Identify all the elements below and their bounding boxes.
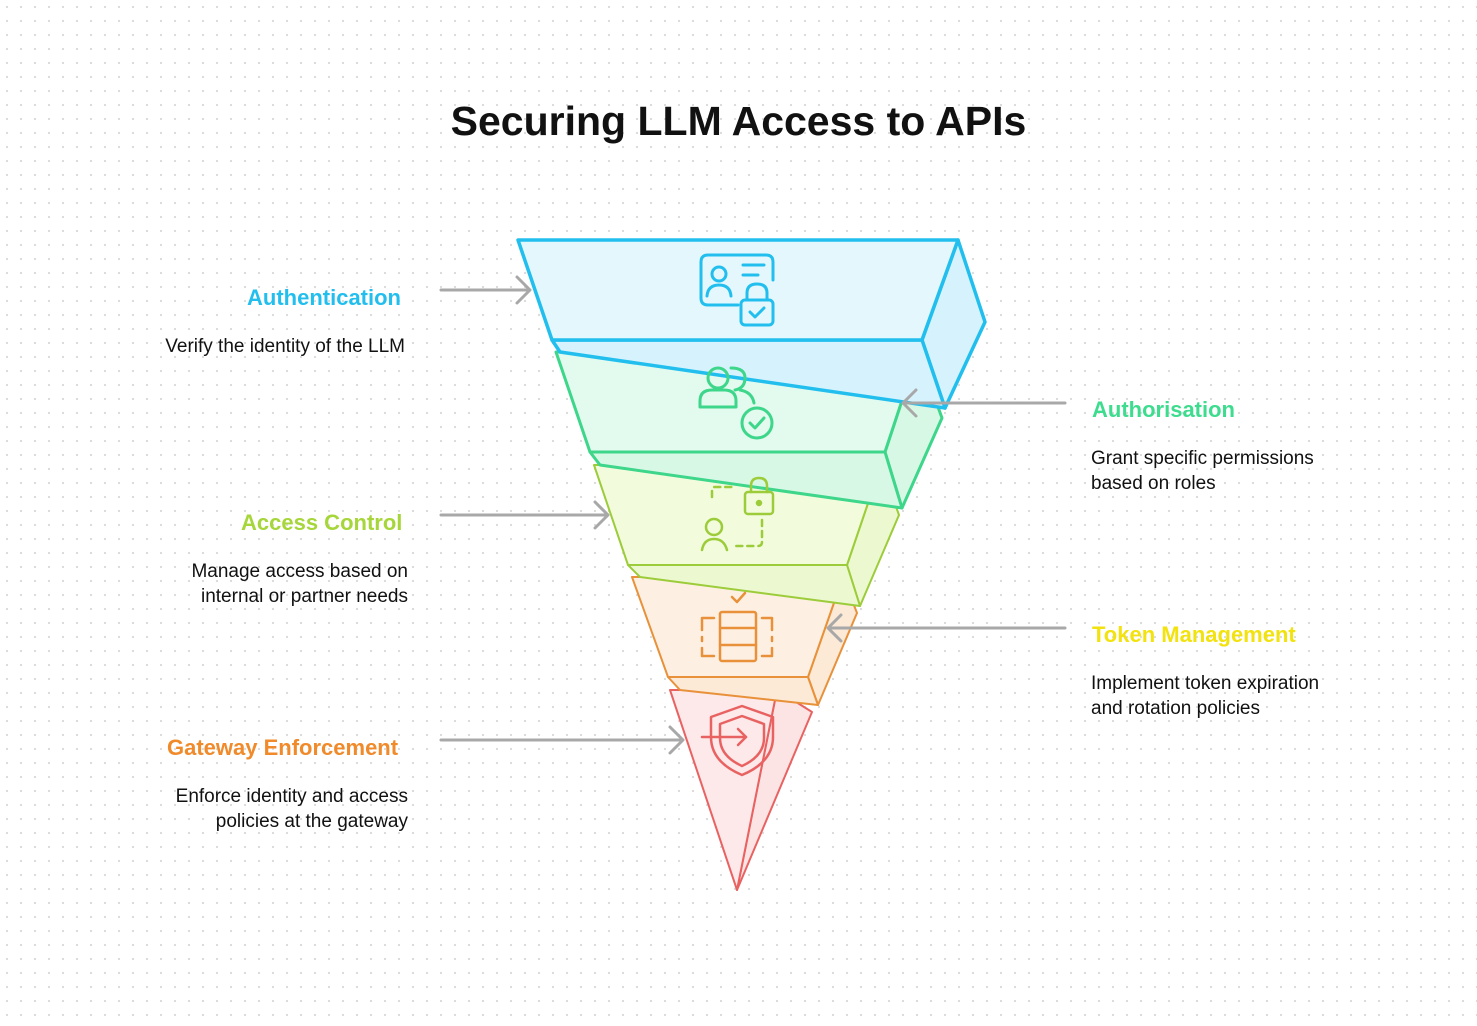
funnel-layer-authentication xyxy=(516,238,987,410)
step-description-gateway-enforcement: Enforce identity and access policies at … xyxy=(175,786,408,832)
step-label-access-control: Access Control xyxy=(241,510,403,535)
step-label-gateway-enforcement: Gateway Enforcement xyxy=(167,735,399,760)
arrow-authorisation xyxy=(901,388,1067,418)
arrow-authentication xyxy=(439,275,532,305)
step-label-token-management: Token Management xyxy=(1092,622,1296,647)
arrow-token-management xyxy=(826,613,1067,643)
id-card-lock-icon xyxy=(699,253,775,327)
token-server-icon xyxy=(700,591,774,663)
step-label-authentication: Authentication xyxy=(247,285,401,310)
funnel-layer-gateway-enforcement xyxy=(669,689,813,891)
shield-enter-icon xyxy=(700,704,775,777)
step-description-authorisation: Grant specific permissions based on role… xyxy=(1091,448,1314,494)
step-description-authentication: Verify the identity of the LLM xyxy=(165,336,405,357)
step-description-token-management: Implement token expiration and rotation … xyxy=(1091,673,1320,719)
step-description-access-control: Manage access based on internal or partn… xyxy=(191,561,408,607)
step-label-authorisation: Authorisation xyxy=(1092,397,1235,422)
diagram-title: Securing LLM Access to APIs xyxy=(450,98,1027,144)
arrow-access-control xyxy=(439,500,610,530)
user-lock-access-icon xyxy=(700,476,775,552)
arrow-gateway-enforcement xyxy=(439,725,685,755)
users-check-icon xyxy=(698,366,774,440)
